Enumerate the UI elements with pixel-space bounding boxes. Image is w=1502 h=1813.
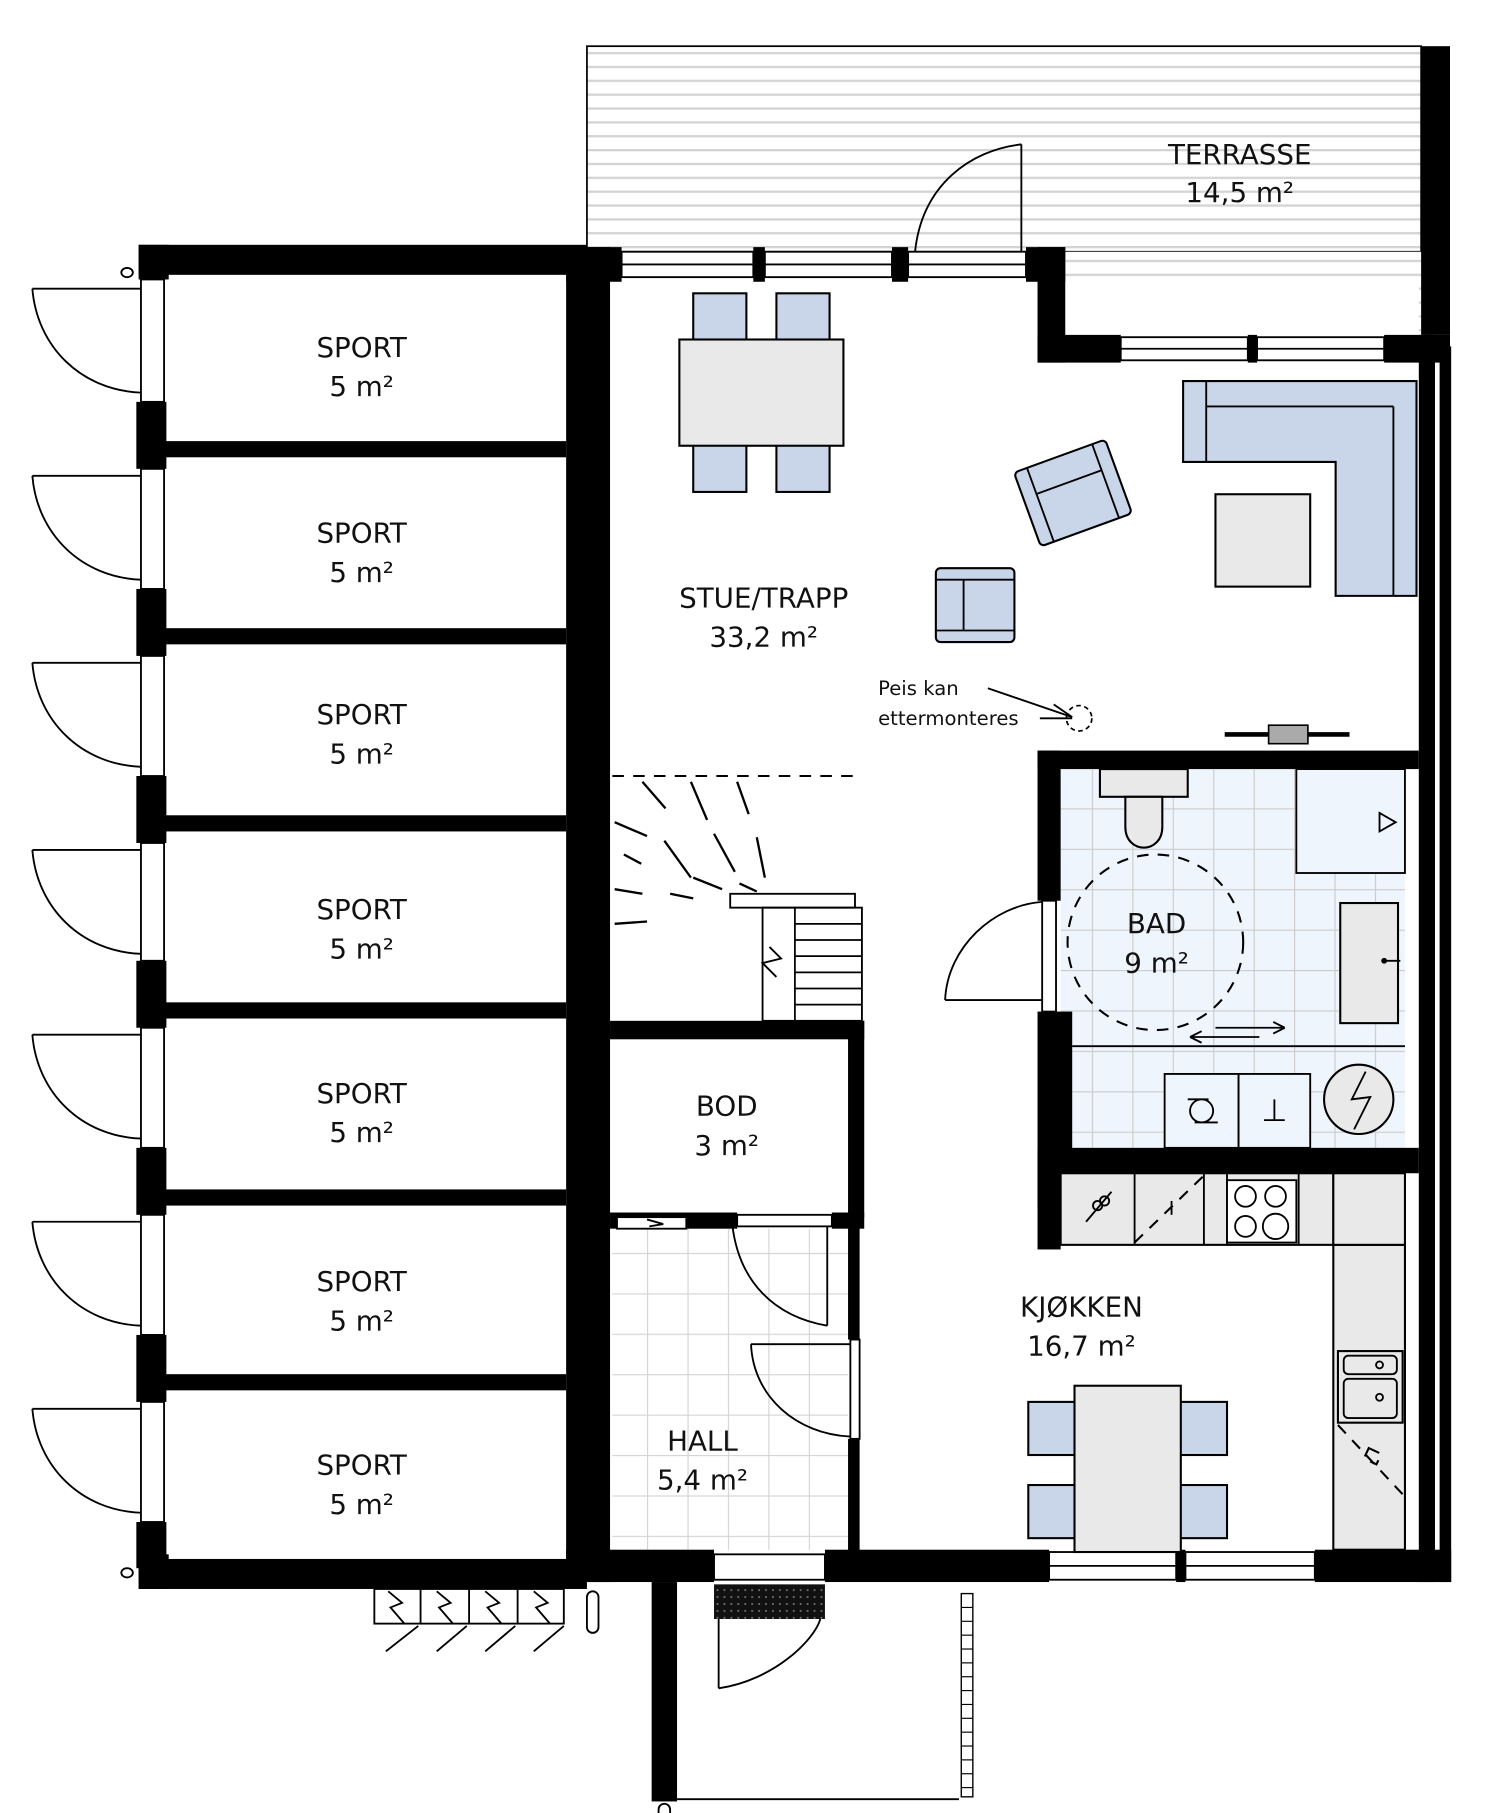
heat-pump-icon (1224, 724, 1350, 745)
room-area-sport-2: 5 m² (329, 556, 394, 589)
room-name-sport-3: SPORT (316, 698, 407, 731)
front-door[interactable] (677, 1553, 959, 1801)
hall-heater (616, 1216, 688, 1230)
bad-door[interactable] (944, 899, 1057, 1013)
bod-door[interactable] (731, 1213, 833, 1327)
fireplace-note-line1: Peis kan (878, 677, 959, 700)
bike-rack-icon (373, 1588, 565, 1653)
armchair-rotated (1014, 439, 1132, 547)
sport-unit-7: SPORT 5 m² (31, 1400, 408, 1569)
sport-storage-block (138, 244, 587, 1589)
stairs (612, 774, 863, 1022)
hall-door[interactable] (750, 1338, 861, 1440)
sport-unit-6: SPORT 5 m² (31, 1213, 567, 1402)
door-mat (714, 1584, 825, 1619)
windows-south (1048, 1551, 1316, 1581)
fireplace-dashed-circle-icon (1065, 704, 1093, 732)
room-area-sport-5: 5 m² (329, 1116, 394, 1149)
room-area-hall: 5,4 m² (657, 1464, 748, 1497)
room-area-sport-1: 5 m² (329, 370, 394, 403)
washing-machine-icon (1163, 1073, 1240, 1149)
fridge-icon (1085, 1191, 1113, 1223)
room-area-stue: 33,2 m² (709, 621, 818, 654)
room-name-terrasse: TERRASSE (1167, 138, 1312, 171)
room-area-sport-7: 5 m² (329, 1488, 394, 1521)
sport-unit-1: SPORT 5 m² (31, 278, 567, 469)
room-name-sport-5: SPORT (316, 1077, 407, 1110)
room-name-sport-6: SPORT (316, 1265, 407, 1298)
room-area-bad: 9 m² (1124, 946, 1189, 979)
room-area-bod: 3 m² (694, 1129, 759, 1162)
room-area-kjokken: 16,7 m² (1027, 1330, 1136, 1363)
dining-set-kjokken (1027, 1384, 1229, 1554)
room-name-stue: STUE/TRAPP (679, 581, 848, 614)
shower-area (1295, 768, 1406, 874)
room-area-sport-4: 5 m² (329, 932, 394, 965)
room-area-sport-6: 5 m² (329, 1304, 394, 1337)
room-name-kjokken: KJØKKEN (1020, 1290, 1143, 1323)
sport-unit-5: SPORT 5 m² (31, 1026, 567, 1215)
outdoor-light-icon (120, 266, 672, 1813)
room-name-bod: BOD (696, 1090, 758, 1123)
terrace-door[interactable] (914, 143, 1023, 252)
sofa-l-shaped (1182, 380, 1418, 597)
room-area-terrasse: 14,5 m² (1185, 176, 1294, 209)
interior-walls (610, 750, 1419, 1802)
bathroom-fixtures (1066, 768, 1406, 1149)
room-area-sport-3: 5 m² (329, 737, 394, 770)
terrasse-east-wall (1421, 46, 1451, 335)
sport-unit-2: SPORT 5 m² (31, 467, 567, 656)
room-name-sport-4: SPORT (316, 893, 407, 926)
sport-unit-4: SPORT 5 m² (31, 842, 567, 1028)
sink-icon (1336, 1350, 1404, 1495)
room-name-bad: BAD (1127, 907, 1186, 940)
room-name-hall: HALL (667, 1424, 738, 1457)
dining-set-stue (678, 292, 845, 493)
stove-icon (1226, 1179, 1298, 1244)
room-name-sport-2: SPORT (316, 517, 407, 550)
kitchen-counters (1059, 1172, 1406, 1551)
exterior-walls (566, 247, 1452, 1583)
fireplace-note: Peis kan ettermonteres (878, 677, 1093, 732)
entry-fence (960, 1592, 974, 1798)
armchair (934, 567, 1016, 644)
sport-unit-3: SPORT 5 m² (31, 654, 567, 843)
dishwasher-icon (1133, 1174, 1205, 1244)
hall-floor (612, 1228, 849, 1550)
room-name-sport-1: SPORT (316, 331, 407, 364)
windows-north (620, 250, 1386, 362)
fireplace-note-line2: ettermonteres (878, 707, 1019, 730)
room-name-sport-7: SPORT (316, 1449, 407, 1482)
